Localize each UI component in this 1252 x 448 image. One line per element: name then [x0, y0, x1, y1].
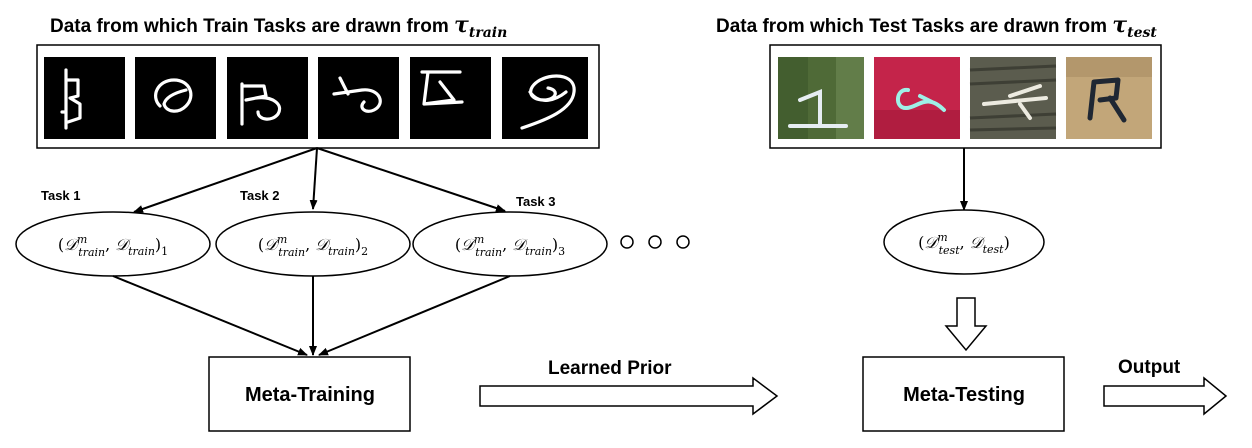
test-char-2-icon — [874, 57, 960, 139]
arrow-to-task-3 — [316, 147, 506, 212]
train-char-5-icon — [410, 57, 491, 139]
test-char-3-icon — [969, 57, 1057, 139]
test-char-1-icon — [778, 57, 864, 139]
task-2-label: Task 2 — [240, 188, 280, 203]
meta-training-box: Meta-Training — [208, 356, 411, 432]
train-char-4-icon — [318, 57, 399, 139]
train-char-3-icon — [227, 57, 308, 139]
arrow-to-task-1 — [133, 147, 318, 213]
arrow-task-1-to-training — [112, 275, 308, 356]
meta-testing-label: Meta-Testing — [903, 384, 1025, 406]
learned-prior-arrow-icon — [479, 376, 779, 416]
task-1-label: Task 1 — [41, 188, 81, 203]
test-data-header: Data from which Test Tasks are drawn fro… — [716, 12, 1157, 41]
test-char-4-icon — [1066, 57, 1152, 139]
train-char-2-icon — [135, 57, 216, 139]
arrow-task-3-to-training — [318, 275, 511, 356]
arrow-to-task-2 — [309, 147, 318, 210]
train-char-1-icon — [44, 57, 125, 139]
more-tasks-ellipsis-icon — [620, 235, 690, 249]
train-data-header: Data from which Train Tasks are drawn fr… — [50, 12, 507, 41]
learned-prior-label: Learned Prior — [548, 358, 672, 379]
test-down-arrow-icon — [944, 297, 988, 352]
train-char-6-icon — [502, 57, 588, 139]
task-3-label: Task 3 — [516, 194, 556, 209]
meta-training-label: Meta-Training — [245, 384, 375, 406]
output-arrow-icon — [1103, 376, 1228, 416]
output-label: Output — [1118, 357, 1181, 378]
meta-testing-box: Meta-Testing — [862, 356, 1065, 432]
